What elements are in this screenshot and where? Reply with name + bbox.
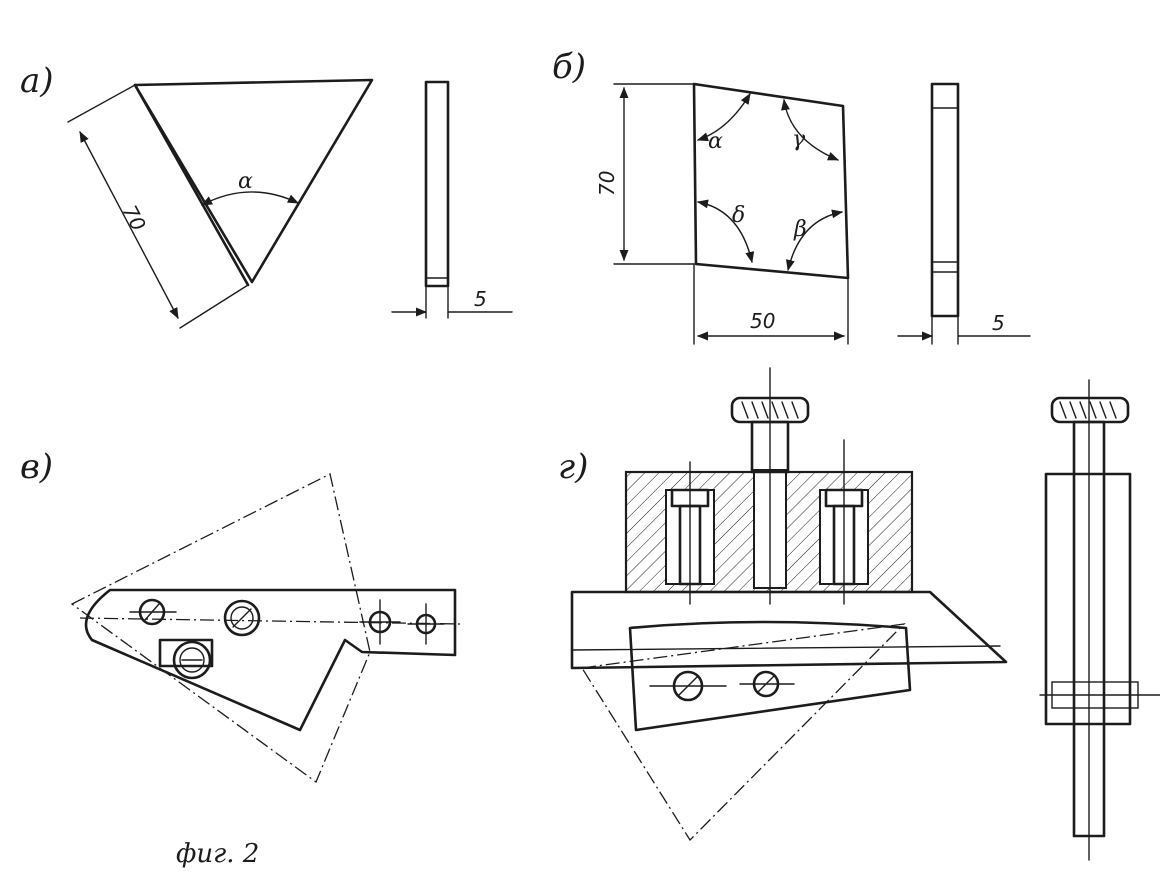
bolt xyxy=(670,461,710,605)
angle-arc-alpha xyxy=(696,93,751,142)
mounting-hole xyxy=(359,599,401,645)
clamp-block xyxy=(158,638,214,668)
angle-arc-gamma xyxy=(781,98,840,161)
side-view-plate xyxy=(424,80,450,288)
base-bar xyxy=(570,590,1008,670)
quad-plate xyxy=(692,82,850,280)
angle-label-gamma: γ xyxy=(792,127,806,152)
angle-arc-alpha xyxy=(201,191,300,206)
clamp-screw xyxy=(172,640,212,680)
angle-alpha-label: α xyxy=(238,169,253,194)
panel-v-label: в) xyxy=(20,447,53,487)
screw xyxy=(649,670,727,702)
plate-edge xyxy=(133,83,250,287)
panel-g-label: г) xyxy=(558,447,588,487)
triangle-plate xyxy=(133,78,374,284)
mounting-hole xyxy=(407,603,445,645)
extension-line xyxy=(179,284,249,329)
angle-label-alpha: α xyxy=(708,129,723,154)
figure-caption: фиг. 2 xyxy=(176,839,259,869)
holder-body xyxy=(84,588,457,732)
panel-b: б) 70 50 α γ δ β 5 xyxy=(552,47,1031,345)
dimension-width-label: 50 xyxy=(750,309,775,333)
panel-v: в) xyxy=(20,447,461,869)
dimension-70-label: 70 xyxy=(118,201,151,235)
angle-arc-beta xyxy=(786,209,844,272)
angle-label-beta: β xyxy=(793,217,807,242)
plate-outline-phantom xyxy=(580,623,906,842)
screw xyxy=(129,598,177,626)
panel-a: а) 70 α 5 xyxy=(20,61,513,329)
side-view-body xyxy=(1044,472,1132,726)
angle-arc-delta xyxy=(696,199,755,264)
screw xyxy=(223,599,261,637)
extension-line xyxy=(67,84,136,123)
dimension-height-label: 70 xyxy=(595,171,619,196)
clamp-bar xyxy=(628,620,912,732)
plate-outline-phantom xyxy=(70,473,371,784)
angle-label-delta: δ xyxy=(732,203,745,228)
thickness-label-a: 5 xyxy=(474,287,487,311)
panel-a-label: а) xyxy=(20,61,54,101)
dimension-line-70 xyxy=(79,131,179,319)
thickness-label-b: 5 xyxy=(992,311,1005,335)
panel-b-label: б) xyxy=(552,47,586,87)
panel-g: г) xyxy=(558,367,1160,861)
bolt xyxy=(824,439,864,605)
side-view-plate xyxy=(930,82,960,318)
screw xyxy=(739,670,795,698)
